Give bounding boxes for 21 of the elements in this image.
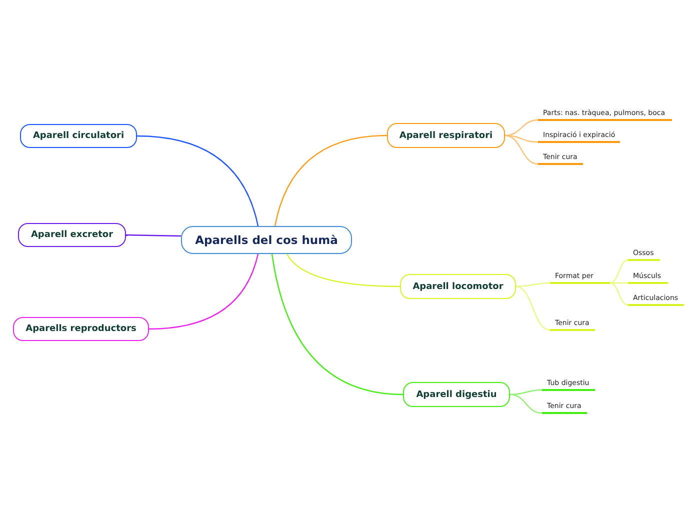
topic-box: Aparells reproductors: [13, 317, 149, 341]
branch-line: [286, 254, 400, 288]
branch-line: [610, 282, 628, 284]
branch-line: [516, 286, 550, 331]
branch-line: [271, 254, 404, 396]
branch-line: [148, 254, 259, 330]
branch-line: [504, 119, 538, 136]
branch-line: [516, 282, 550, 288]
branch-line: [504, 134, 538, 165]
central-topic: Aparells del cos humà: [181, 226, 352, 254]
branch-line: [274, 134, 388, 226]
branch-line: [510, 394, 542, 414]
branch-line: [126, 234, 182, 237]
branch-line: [610, 282, 628, 306]
topic-box: Aparell excretor: [18, 223, 126, 247]
topic-box: Aparell digestiu: [403, 382, 510, 407]
topic-box: Aparell circulatori: [20, 124, 137, 148]
topic-box: Aparell respiratori: [387, 123, 505, 148]
topic-box: Aparell locomotor: [400, 274, 516, 299]
branch-line: [610, 259, 628, 284]
branch-line: [136, 135, 259, 226]
